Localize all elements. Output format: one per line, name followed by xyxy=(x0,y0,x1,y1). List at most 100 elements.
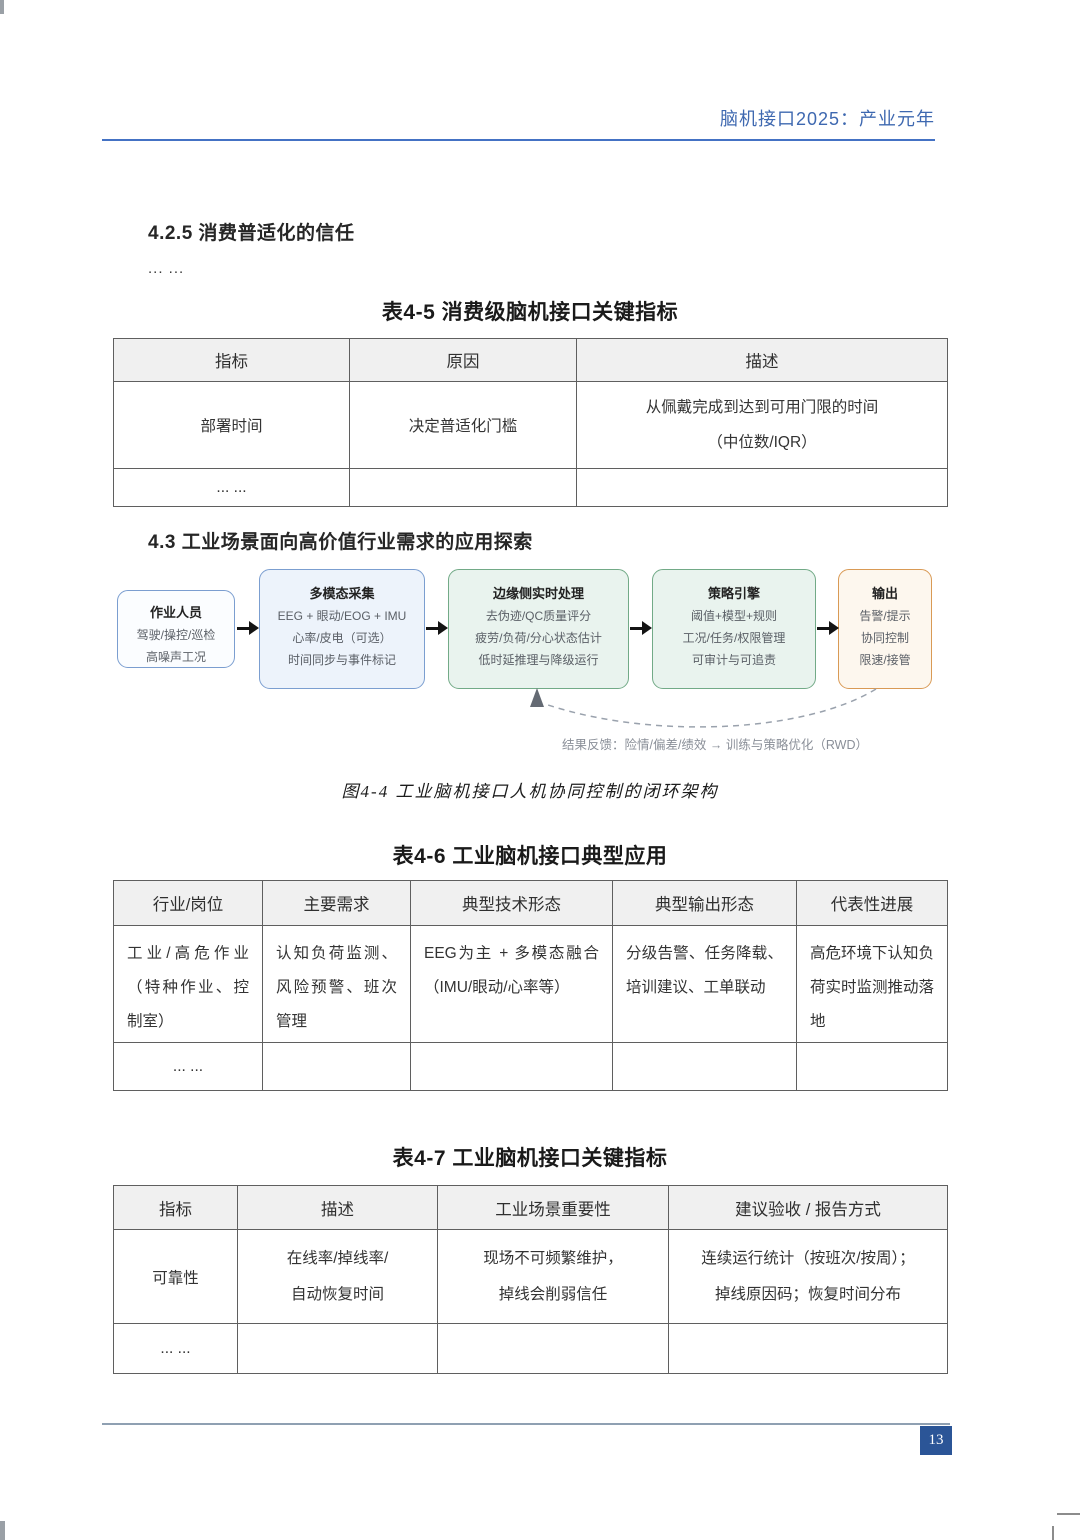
table-row: 部署时间 决定普适化门槛 从佩戴完成到达到可用门限的时间 （中位数/IQR） xyxy=(113,381,948,469)
diagram-box-policy-engine: 策略引擎 阈值+模型+规则 工况/任务/权限管理 可审计与可追责 xyxy=(652,569,816,689)
scan-artifact-bottom-right-v xyxy=(1052,1526,1054,1540)
table-cell: ... ... xyxy=(113,468,350,507)
diagram-box-line: 限速/接管 xyxy=(859,653,911,667)
table-header-cell: 指标 xyxy=(113,1185,238,1230)
table-header-cell: 主要需求 xyxy=(262,880,411,926)
table-cell-empty xyxy=(262,1042,411,1091)
cell-line: 现场不可频繁维护， xyxy=(483,1249,623,1267)
diagram-box-line: 阈值+模型+规则 xyxy=(690,609,778,623)
table-header-cell: 描述 xyxy=(237,1185,438,1230)
feedback-label: 结果反馈：险情/偏差/绩效 → 训练与策略优化（RWD） xyxy=(561,738,869,752)
table-cell-empty xyxy=(576,468,948,507)
table-row: 工业/高危作业（特种作业、控制室） 认知负荷监测、风险预警、班次管理 EEG为主… xyxy=(113,925,948,1043)
table-4-5: 指标 原因 描述 部署时间 决定普适化门槛 从佩戴完成到达到可用门限的时间 （中… xyxy=(113,338,948,507)
arrow-right-icon xyxy=(237,620,259,636)
cell-line: 在线率/掉线率/ xyxy=(286,1249,389,1267)
diagram-box-line: 告警/提示 xyxy=(859,609,911,623)
diagram-box-output: 输出 告警/提示 协同控制 限速/接管 xyxy=(838,569,932,689)
cell-line: （中位数/IQR） xyxy=(707,434,817,451)
table-cell-empty xyxy=(349,468,577,507)
diagram-box-line: 驾驶/操控/巡检 xyxy=(136,628,216,642)
table-4-5-title: 表4-5 消费级脑机接口关键指标 xyxy=(381,301,679,324)
cell-line: 自动恢复时间 xyxy=(290,1285,384,1303)
diagram-box-line: EEG + 眼动/EOG + IMU xyxy=(277,609,407,623)
cell-line: 掉线会削弱信任 xyxy=(498,1285,608,1303)
diagram-box-line: 心率/皮电（可选） xyxy=(292,631,392,645)
page-header-title: 脑机接口2025：产业元年 xyxy=(719,109,935,129)
table-header-row: 指标 描述 工业场景重要性 建议验收 / 报告方式 xyxy=(113,1185,948,1230)
arrow-right-icon xyxy=(630,620,652,636)
diagram-box-line: 协同控制 xyxy=(860,631,909,645)
table-cell: EEG为主 + 多模态融合（IMU/眼动/心率等） xyxy=(410,925,613,1043)
table-cell: 部署时间 xyxy=(113,381,350,469)
scan-artifact-bottom-right-h xyxy=(1057,1513,1080,1515)
table-4-6-title: 表4-6 工业脑机接口典型应用 xyxy=(392,845,668,868)
table-header-cell: 描述 xyxy=(576,338,948,382)
table-4-6: 行业/岗位 主要需求 典型技术形态 典型输出形态 代表性进展 工业/高危作业（特… xyxy=(113,880,948,1091)
table-cell: 高危环境下认知负荷实时监测推动落地 xyxy=(796,925,948,1043)
table-cell: 认知负荷监测、风险预警、班次管理 xyxy=(262,925,411,1043)
diagram-box-edge-processing: 边缘侧实时处理 去伪迹/QC质量评分 疲劳/负荷/分心状态估计 低时延推理与降级… xyxy=(448,569,629,689)
section-heading-4-3: 4.3 工业场景面向高价值行业需求的应用探索 xyxy=(148,532,533,553)
table-cell: 可靠性 xyxy=(113,1229,238,1324)
section-heading-4-2-5: 4.2.5 消费普适化的信任 xyxy=(148,223,355,244)
table-row: ... ... xyxy=(113,468,948,507)
diagram-box-line: 工况/任务/权限管理 xyxy=(682,631,786,645)
table-row: ... ... xyxy=(113,1323,948,1374)
table-header-cell: 指标 xyxy=(113,338,350,382)
diagram-box-line: 时间同步与事件标记 xyxy=(287,653,396,667)
table-header-row: 指标 原因 描述 xyxy=(113,338,948,382)
table-cell: 连续运行统计（按班次/按周）； 掉线原因码；恢复时间分布 xyxy=(668,1229,948,1324)
table-cell: 现场不可频繁维护， 掉线会削弱信任 xyxy=(437,1229,669,1324)
diagram-box-line: 高噪声工况 xyxy=(145,650,206,664)
table-cell: 从佩戴完成到达到可用门限的时间 （中位数/IQR） xyxy=(576,381,948,469)
table-cell-empty xyxy=(612,1042,797,1091)
diagram-box-line: 去伪迹/QC质量评分 xyxy=(485,609,592,623)
table-header-cell: 典型输出形态 xyxy=(612,880,797,926)
table-cell-empty xyxy=(410,1042,613,1091)
figure-4-4-diagram: 作业人员 驾驶/操控/巡检 高噪声工况 多模态采集 EEG + 眼动/EOG +… xyxy=(0,560,1080,810)
table-cell: 分级告警、任务降载、培训建议、工单联动 xyxy=(612,925,797,1043)
table-cell-empty xyxy=(668,1323,948,1374)
table-cell-empty xyxy=(796,1042,948,1091)
header-rule xyxy=(102,139,935,141)
table-cell: ... ... xyxy=(113,1042,263,1091)
table-4-7: 指标 描述 工业场景重要性 建议验收 / 报告方式 可靠性 在线率/掉线率/ 自… xyxy=(113,1185,948,1374)
table-header-cell: 建议验收 / 报告方式 xyxy=(668,1185,948,1230)
ellipsis-text: ... ... xyxy=(148,260,185,277)
scan-artifact-top-left xyxy=(0,0,4,14)
table-cell-empty xyxy=(437,1323,669,1374)
diagram-box-title: 多模态采集 xyxy=(309,586,375,601)
diagram-box-title: 作业人员 xyxy=(149,605,202,620)
table-row: 可靠性 在线率/掉线率/ 自动恢复时间 现场不可频繁维护， 掉线会削弱信任 连续… xyxy=(113,1229,948,1324)
table-cell: 工业/高危作业（特种作业、控制室） xyxy=(113,925,263,1043)
table-header-cell: 工业场景重要性 xyxy=(437,1185,669,1230)
table-header-cell: 代表性进展 xyxy=(796,880,948,926)
figure-4-4-caption: 图4-4 工业脑机接口人机协同控制的闭环架构 xyxy=(341,782,719,801)
table-header-cell: 典型技术形态 xyxy=(410,880,613,926)
cell-line: 连续运行统计（按班次/按周）； xyxy=(701,1249,915,1267)
table-row: ... ... xyxy=(113,1042,948,1091)
diagram-box-operator: 作业人员 驾驶/操控/巡检 高噪声工况 xyxy=(117,590,235,668)
page-number-badge: 13 xyxy=(920,1426,952,1455)
page-number: 13 xyxy=(928,1432,944,1448)
arrow-right-icon xyxy=(817,620,839,636)
cell-line: 从佩戴完成到达到可用门限的时间 xyxy=(645,399,879,416)
footer-rule xyxy=(102,1423,950,1425)
table-4-7-title: 表4-7 工业脑机接口关键指标 xyxy=(392,1147,668,1170)
table-cell-empty xyxy=(237,1323,438,1374)
diagram-box-title: 输出 xyxy=(871,586,898,601)
diagram-box-line: 疲劳/负荷/分心状态估计 xyxy=(475,631,602,645)
table-cell: 在线率/掉线率/ 自动恢复时间 xyxy=(237,1229,438,1324)
diagram-box-line: 低时延推理与降级运行 xyxy=(478,653,599,667)
table-header-row: 行业/岗位 主要需求 典型技术形态 典型输出形态 代表性进展 xyxy=(113,880,948,926)
table-header-cell: 行业/岗位 xyxy=(113,880,263,926)
table-cell: ... ... xyxy=(113,1323,238,1374)
table-header-cell: 原因 xyxy=(349,338,577,382)
scan-artifact-bottom-left xyxy=(0,1521,5,1540)
diagram-box-title: 边缘侧实时处理 xyxy=(492,586,584,601)
diagram-box-title: 策略引擎 xyxy=(707,586,760,601)
diagram-box-multimodal-acquisition: 多模态采集 EEG + 眼动/EOG + IMU 心率/皮电（可选） 时间同步与… xyxy=(259,569,425,689)
table-cell: 决定普适化门槛 xyxy=(349,381,577,469)
